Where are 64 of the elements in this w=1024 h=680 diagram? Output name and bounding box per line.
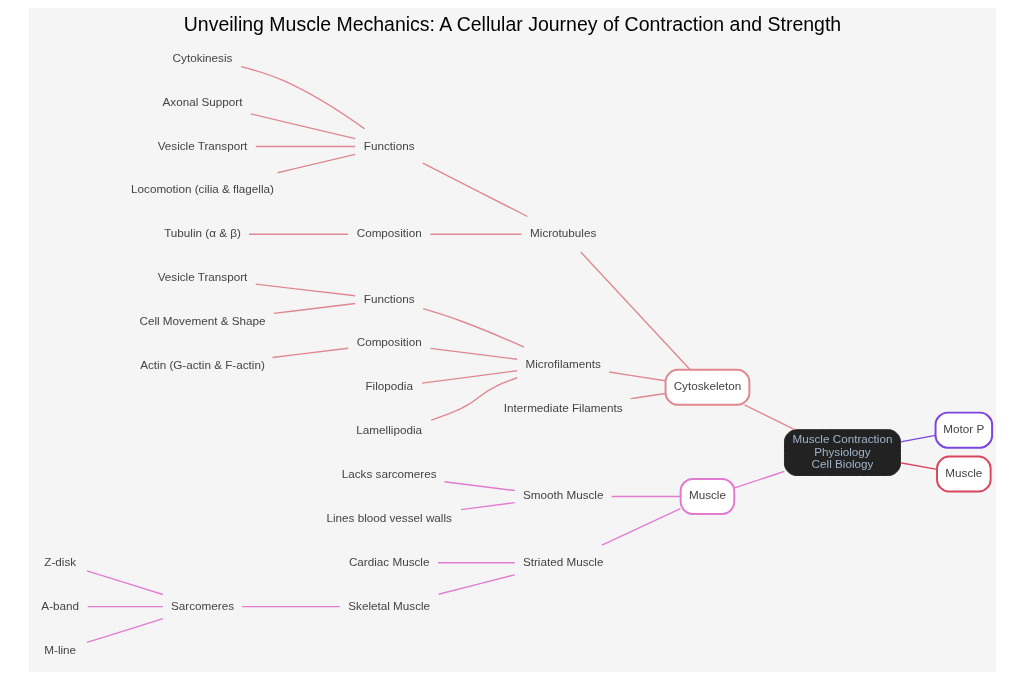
connector xyxy=(421,162,528,218)
connector xyxy=(272,302,356,315)
node-text: Actin (G-actin & F-actin) xyxy=(139,357,265,371)
node-box: Muscle xyxy=(679,477,735,515)
node-text: Vesicle Transport xyxy=(157,270,247,284)
connector xyxy=(743,404,795,431)
node-box: Muscle Contraction Physiology Cell Biology xyxy=(783,429,901,476)
node-text: Filopodia xyxy=(364,379,413,393)
connector xyxy=(420,370,518,384)
connector xyxy=(85,570,163,596)
node-text: Lines blood vessel walls xyxy=(325,510,452,524)
node-text: Z-disk xyxy=(43,554,76,568)
connector xyxy=(240,65,365,130)
connector xyxy=(247,233,349,235)
connector xyxy=(459,501,515,511)
connector xyxy=(429,347,518,360)
connector xyxy=(85,618,163,644)
connector xyxy=(86,605,163,608)
node-box: Muscle xyxy=(935,455,992,493)
node-text: Composition xyxy=(356,226,422,240)
node-text: Locomotion (cilia & flagella) xyxy=(130,182,274,196)
node-text: Smooth Muscle xyxy=(522,488,603,502)
connector xyxy=(430,377,518,421)
diagram-title: Unveiling Muscle Mechanics: A Cellular Journey of Contraction and Strength xyxy=(183,13,841,36)
node-text: Intermediate Filaments xyxy=(503,400,623,414)
node-text: Sarcomeres xyxy=(170,598,234,612)
node-text: Microfilaments xyxy=(525,356,601,370)
connector xyxy=(608,371,666,382)
connector xyxy=(240,605,340,608)
connector xyxy=(600,507,681,546)
node-text: Cell Movement & Shape xyxy=(139,313,266,327)
connector xyxy=(436,562,515,564)
connector xyxy=(249,113,356,140)
node-text: M-line xyxy=(43,642,76,656)
connector xyxy=(254,283,356,297)
connector xyxy=(276,153,356,174)
connector xyxy=(271,347,349,359)
node-text: Functions xyxy=(363,291,415,305)
connector xyxy=(579,251,691,371)
connector xyxy=(899,434,936,443)
connector xyxy=(610,495,681,498)
node-text: Lamellipodia xyxy=(355,423,422,437)
node-text: Lacks sarcomeres xyxy=(341,467,437,481)
connector xyxy=(443,481,515,492)
node-text: Cytokinesis xyxy=(172,50,232,64)
connector xyxy=(437,574,515,595)
node-text: Cardiac Muscle xyxy=(348,554,429,568)
connector xyxy=(429,233,522,235)
node-text: Striated Muscle xyxy=(522,554,603,568)
node-text: Tubulin (α & β) xyxy=(163,226,241,240)
connector xyxy=(733,470,785,489)
connector xyxy=(421,308,525,348)
node-text: A-band xyxy=(40,598,79,612)
node-text: Skeletal Muscle xyxy=(347,598,430,612)
node-box: Motor P xyxy=(934,411,993,449)
node-box: Cytoskeleton xyxy=(664,368,750,406)
node-text: Composition xyxy=(356,335,422,349)
node-text: Vesicle Transport xyxy=(157,138,247,152)
connector xyxy=(629,392,666,400)
node-text: Axonal Support xyxy=(162,94,242,108)
node-text: Microtubules xyxy=(529,226,596,240)
node-text: Functions xyxy=(363,138,415,152)
connector xyxy=(254,145,356,148)
connector xyxy=(899,462,938,471)
